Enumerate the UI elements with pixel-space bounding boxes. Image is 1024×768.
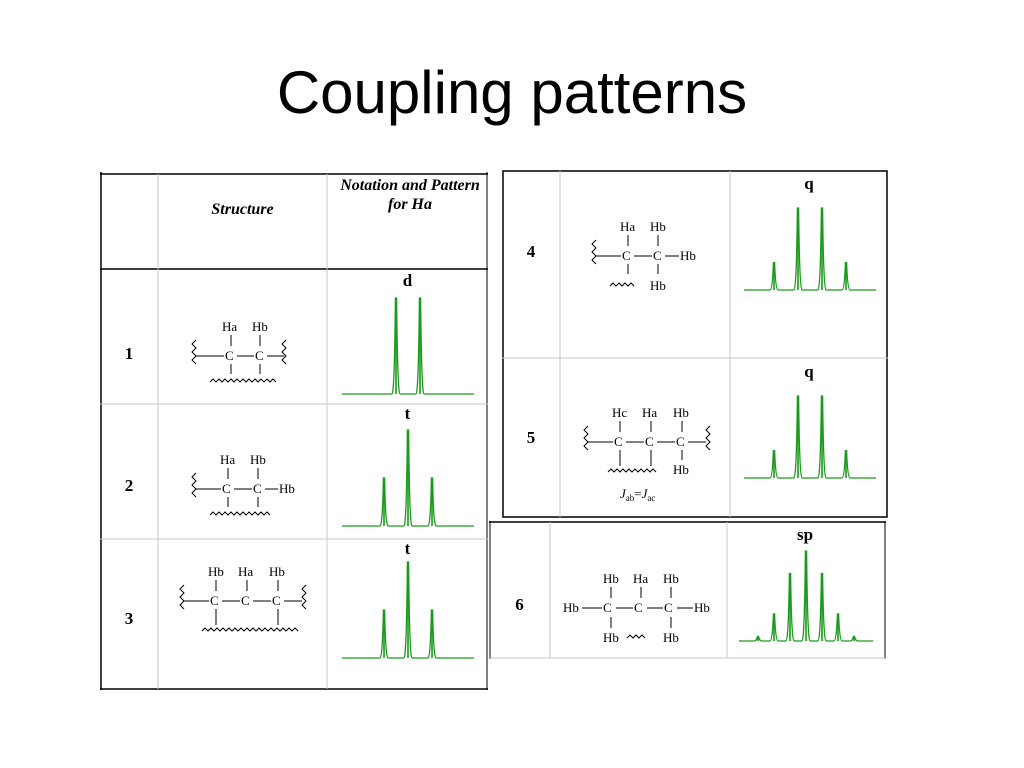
atom-label: Ha xyxy=(220,452,235,467)
spectrum-row-3 xyxy=(342,561,474,659)
atom-label: C xyxy=(241,593,250,608)
atom-label: C xyxy=(255,348,264,363)
atom-label: C xyxy=(603,600,612,615)
row-number-3: 3 xyxy=(124,609,134,628)
row-number-2: 2 xyxy=(124,476,134,495)
spectrum-row-2 xyxy=(342,429,474,527)
atom-label: Hb xyxy=(663,630,679,645)
row-number-1: 1 xyxy=(124,344,134,363)
spectrum-row-5 xyxy=(744,395,876,479)
atom-label: Hb xyxy=(279,481,295,496)
spectrum-row-1 xyxy=(342,297,474,395)
notation-row-5: q xyxy=(804,362,814,381)
atom-label: Ha xyxy=(633,571,648,586)
atom-label: Hb xyxy=(694,600,710,615)
atom-label: C xyxy=(225,348,234,363)
atom-label: C xyxy=(614,434,623,449)
atom-label: C xyxy=(676,434,685,449)
slide-title: Coupling patterns xyxy=(276,59,748,126)
atom-label: Hb xyxy=(252,319,268,334)
row-number-5: 5 xyxy=(526,428,536,447)
header-structure: Structure xyxy=(211,201,274,218)
row-number-6: 6 xyxy=(515,595,524,614)
structure-diagram-4: Ha Hb C C Hb Hb xyxy=(591,219,696,293)
atom-label: Ha xyxy=(642,405,657,420)
caption-part: J xyxy=(620,486,627,501)
structure-diagram-3: Hb Ha Hb C C C xyxy=(179,564,307,632)
atom-label: Ha xyxy=(620,219,635,234)
atom-label: C xyxy=(664,600,673,615)
notation-row-4: q xyxy=(804,174,814,193)
bottom-table-grid xyxy=(489,521,886,659)
atom-label: C xyxy=(222,481,231,496)
caption-part: ac xyxy=(647,493,655,503)
notation-row-1: d xyxy=(402,271,413,290)
notation-row-2: t xyxy=(404,404,411,423)
coupling-constant-caption: Jab=Jac xyxy=(620,486,655,503)
left-table-grid xyxy=(100,172,488,690)
atom-label: Hb xyxy=(208,564,224,579)
atom-label: C xyxy=(253,481,262,496)
atom-label: Hb xyxy=(603,630,619,645)
coupling-table-right: 4 5 q q Ha Hb C C Hb Hb Hc Ha Hb C C C xyxy=(502,170,888,518)
coupling-table-bottom: 6 sp Hb Ha Hb Hb C C C Hb Hb Hb xyxy=(489,521,886,661)
atom-label: Hc xyxy=(612,405,627,420)
atom-label: C xyxy=(272,593,281,608)
atom-label: Hb xyxy=(250,452,266,467)
spectrum-row-6 xyxy=(739,550,873,642)
atom-label: C xyxy=(653,248,662,263)
atom-label: Hb xyxy=(650,278,666,293)
atom-label: C xyxy=(634,600,643,615)
atom-label: Hb xyxy=(603,571,619,586)
header-notation: Notation and Pattern for Ha xyxy=(340,177,480,213)
atom-label: C xyxy=(210,593,219,608)
caption-part: ab xyxy=(626,493,635,503)
notation-row-3: t xyxy=(404,539,411,558)
structure-diagram-2: Ha Hb C C Hb xyxy=(191,452,295,516)
caption-part: = xyxy=(634,486,641,501)
caption-part: J xyxy=(642,486,649,501)
structure-diagram-1: Ha Hb C C xyxy=(191,319,287,383)
atom-label: Hb xyxy=(673,405,689,420)
notation-row-6: sp xyxy=(796,525,814,544)
atom-label: Hb xyxy=(269,564,285,579)
atom-label: Ha xyxy=(222,319,237,334)
row-number-4: 4 xyxy=(526,242,536,261)
atom-label: Hb xyxy=(680,248,696,263)
right-table-grid xyxy=(502,170,888,518)
atom-label: C xyxy=(645,434,654,449)
atom-label: Ha xyxy=(238,564,253,579)
atom-label: C xyxy=(622,248,631,263)
coupling-table-left: Structure Notation and Pattern for Ha 1 … xyxy=(100,172,488,690)
atom-label: Hb xyxy=(563,600,579,615)
atom-label: Hb xyxy=(650,219,666,234)
spectrum-trace xyxy=(342,297,474,395)
spectrum-row-4 xyxy=(744,207,876,291)
atom-label: Hb xyxy=(663,571,679,586)
atom-label: Hb xyxy=(673,462,689,477)
spectrum-trace xyxy=(744,395,876,479)
structure-diagram-5: Hc Ha Hb C C C Hb Jab=Jac xyxy=(583,405,711,503)
spectrum-trace xyxy=(744,207,876,291)
structure-diagram-6: Hb Ha Hb Hb C C C Hb Hb Hb xyxy=(563,571,710,645)
